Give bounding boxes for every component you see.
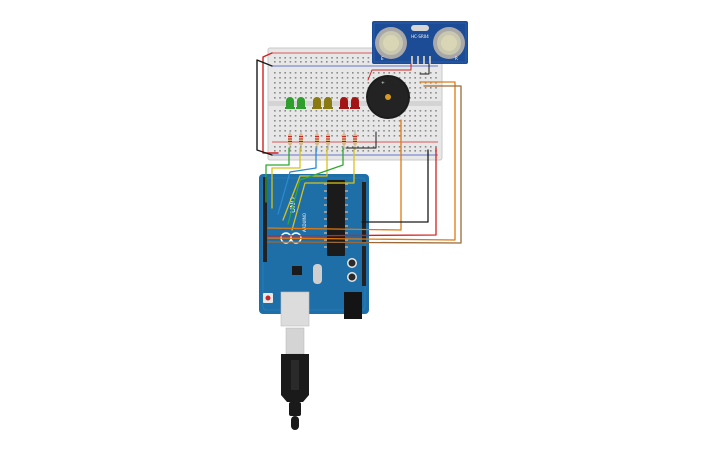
wire-ground-right [361, 149, 429, 223]
led-row [285, 97, 360, 109]
led-3 [312, 97, 322, 109]
led-6 [350, 97, 360, 109]
wire-buzzer-lead [345, 131, 377, 149]
wire-led-2 [271, 147, 301, 209]
ultrasonic-sensor: HC-SR04 E R [372, 21, 468, 64]
resistor-5 [342, 130, 346, 150]
sensor-pin-left-label: E [381, 56, 384, 61]
resistor-6 [353, 130, 357, 150]
wire-power [262, 52, 279, 154]
wire-sensor-gnd [419, 63, 430, 75]
led-4 [323, 97, 333, 109]
wire-led-1 [265, 147, 290, 203]
piezo-buzzer: + [366, 75, 410, 119]
resistor-row [288, 130, 357, 150]
arduino-uno-board: ARDUINO UNO [259, 174, 369, 327]
wiring [256, 52, 462, 244]
usb-cable [281, 327, 309, 430]
led-1 [285, 97, 295, 109]
wire-echo [267, 85, 462, 244]
resistor-4 [326, 130, 330, 150]
arduino-brand-label: ARDUINO [302, 213, 307, 232]
wire-power-right [267, 147, 437, 237]
resistor-1 [288, 130, 292, 150]
wire-led-4 [282, 147, 328, 221]
sensor-model-label: HC-SR04 [411, 34, 429, 39]
resistor-3 [315, 130, 319, 150]
led-5 [339, 97, 349, 109]
usb-port [280, 291, 310, 327]
dc-jack [344, 292, 362, 319]
wire-sensor-vcc [367, 63, 412, 81]
resistor-2 [299, 130, 303, 150]
sensor-pin-right-label: R [455, 56, 458, 61]
wire-led-3 [277, 147, 317, 215]
wire-trigger [267, 81, 456, 241]
wire-ground-left [256, 59, 273, 156]
wire-buzzer [267, 119, 402, 231]
wire-led-5 [287, 147, 344, 225]
led-2 [296, 97, 306, 109]
svg-text:+: + [381, 80, 385, 86]
wire-led-6 [291, 147, 355, 231]
